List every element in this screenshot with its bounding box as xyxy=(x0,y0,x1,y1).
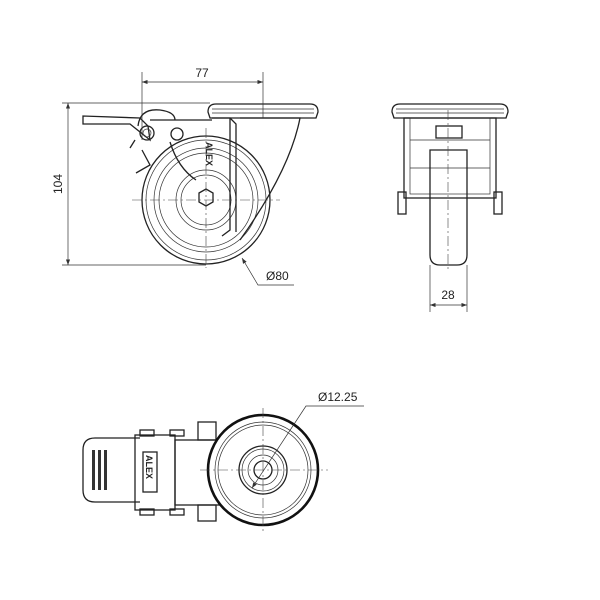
brand-label-bottom: ALEX xyxy=(144,455,154,479)
width-dimension-label: 28 xyxy=(441,288,455,302)
width-dimension: 28 xyxy=(429,265,468,312)
swivel-fork xyxy=(150,117,301,241)
height-dimension: 104 xyxy=(51,102,210,266)
side-view: ALEX 77 104 Ø80 xyxy=(51,66,319,286)
wheel-diameter-leader: Ø80 xyxy=(241,257,294,286)
bore-diameter-label: Ø12.25 xyxy=(318,390,358,404)
front-fork xyxy=(397,117,503,215)
offset-dimension-label: 77 xyxy=(195,66,209,80)
brake-lever xyxy=(82,109,184,174)
front-view: 28 xyxy=(391,103,509,312)
bore-diameter-leader: Ø12.25 xyxy=(251,390,364,489)
bottom-view: ALEX Ø12.25 xyxy=(82,390,364,532)
wheel-diameter-label: Ø80 xyxy=(266,269,289,283)
offset-dimension: 77 xyxy=(141,66,264,140)
height-dimension-label: 104 xyxy=(51,174,65,194)
brand-label-side: ALEX xyxy=(204,142,214,166)
brake-pedal xyxy=(82,437,140,503)
front-wheel xyxy=(429,149,468,266)
front-top-plate xyxy=(391,103,509,119)
